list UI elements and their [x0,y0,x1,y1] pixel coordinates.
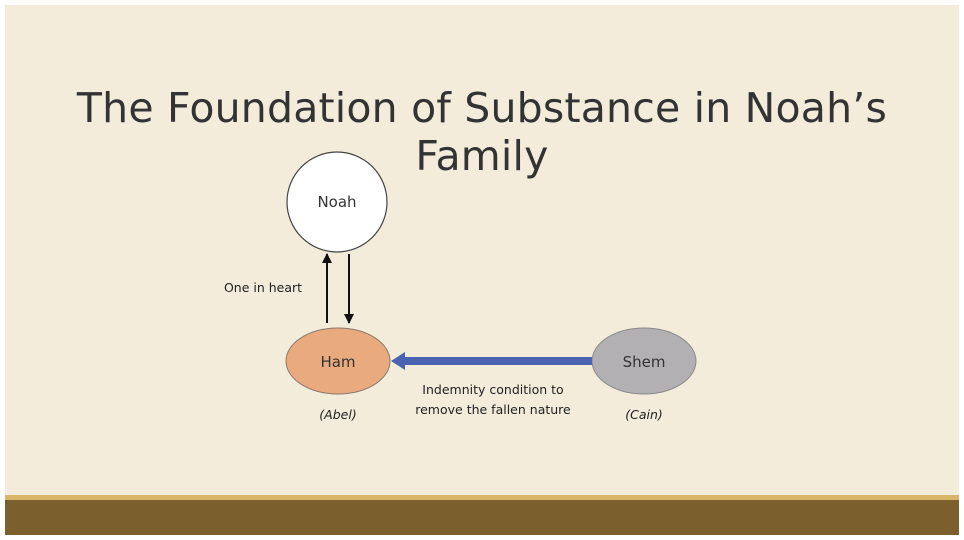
noah-node: Noah [286,151,388,253]
ham-node: Ham (Abel) [285,327,391,422]
one-in-heart-label: One in heart [224,280,302,295]
indemnity-label-line1: Indemnity condition to [422,382,563,397]
noah-circle [286,151,388,253]
shem-to-ham-arrow [391,352,592,370]
noah-label: Noah [317,193,356,211]
shem-label: Shem [623,353,666,371]
shem-sublabel: (Cain) [625,407,663,422]
ham-ellipse [285,327,391,395]
diagram: Noah One in heart Ham (Abel) Shem (Cain)… [224,151,697,422]
slide: The Foundation of Substance in Noah’s Fa… [5,5,959,535]
ham-sublabel: (Abel) [319,407,356,422]
footer-bar [5,500,959,535]
shem-to-ham-arrow-head [391,352,405,370]
ham-label: Ham [320,353,355,371]
slide-title: The Foundation of Substance in Noah’s Fa… [76,84,888,181]
footer-stripe [5,495,959,500]
shem-node: Shem (Cain) [591,327,697,422]
indemnity-label-line2: remove the fallen nature [415,402,571,417]
